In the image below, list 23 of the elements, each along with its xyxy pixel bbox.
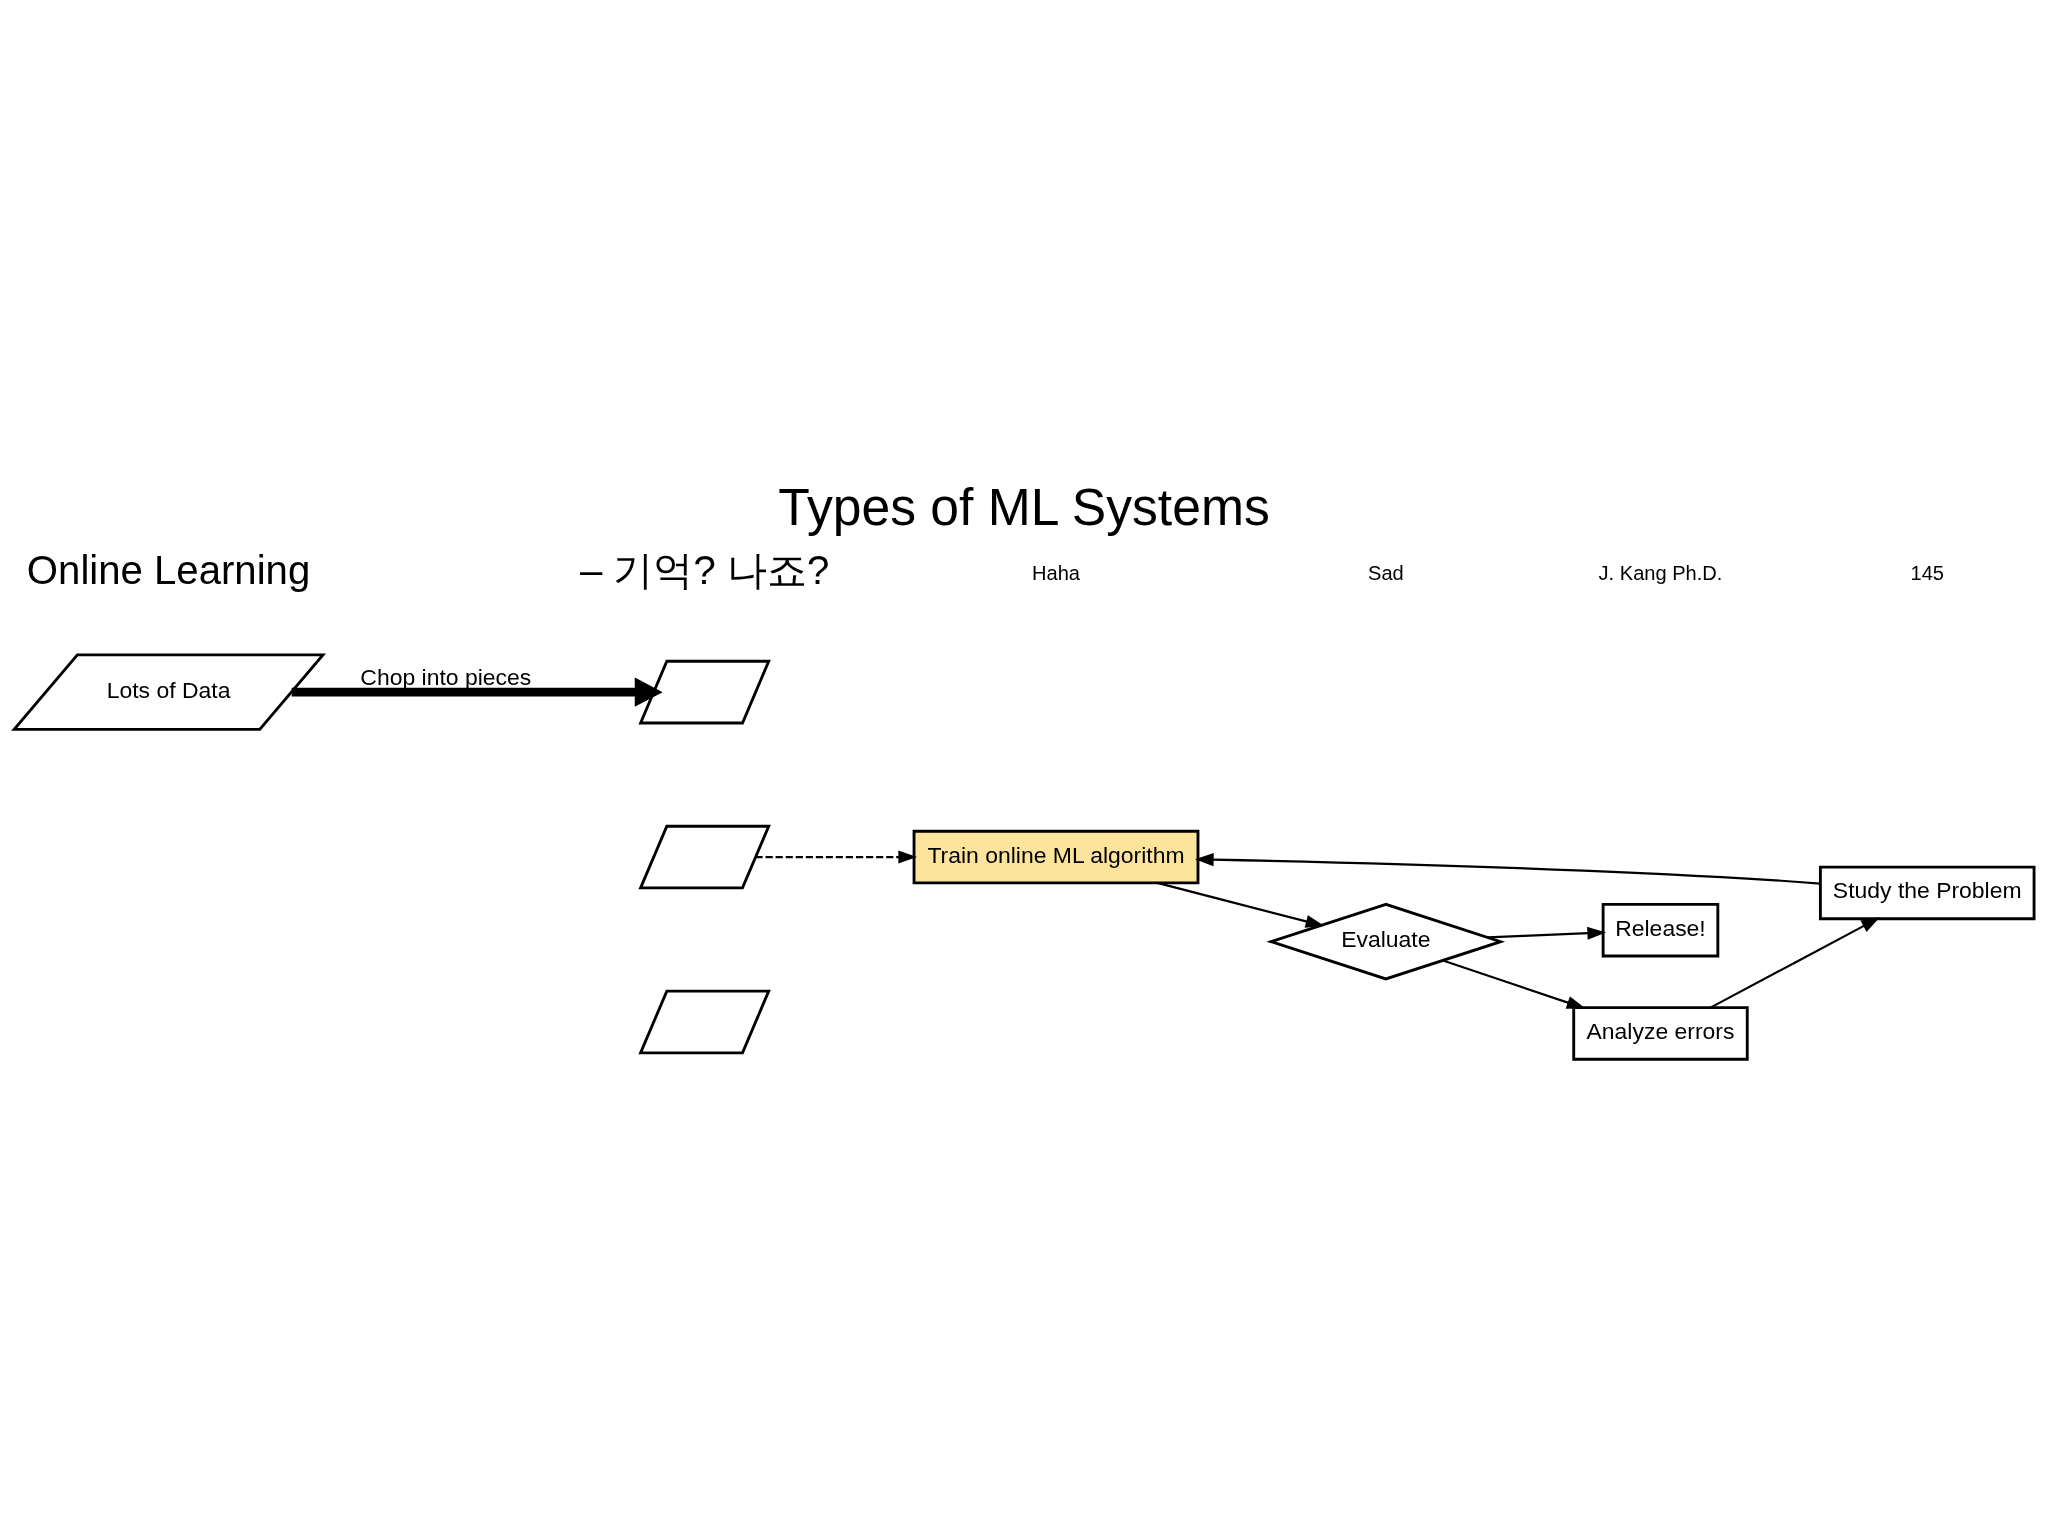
node-box: Analyze errors (1572, 1005, 1749, 1061)
label: 145 (1910, 561, 1944, 584)
label: Sad (1368, 561, 1404, 584)
label: J. Kang Ph.D. (1598, 561, 1723, 584)
arrow (1195, 852, 1821, 885)
node-diamond: Evaluate (1266, 902, 1506, 980)
node-parallelogram (638, 824, 771, 889)
arrow (291, 677, 663, 707)
node-parallelogram (638, 989, 771, 1054)
node-box: Train online ML algorithm (912, 829, 1200, 884)
arrow (1710, 916, 1880, 1008)
label: Haha (1032, 561, 1080, 584)
arrow (1157, 881, 1325, 928)
arrow (1442, 958, 1586, 1009)
node-parallelogram (638, 659, 771, 724)
label: – 기억? 나죠? (580, 547, 830, 593)
arrow (755, 850, 917, 864)
label: Online Learning (26, 547, 311, 593)
node-box: Release! (1601, 902, 1720, 957)
node-box: Study the Problem (1818, 865, 2036, 920)
arrow (1487, 926, 1607, 940)
edge-label: Chop into pieces (360, 663, 532, 690)
diagram-title: Types of ML Systems (778, 477, 1270, 536)
